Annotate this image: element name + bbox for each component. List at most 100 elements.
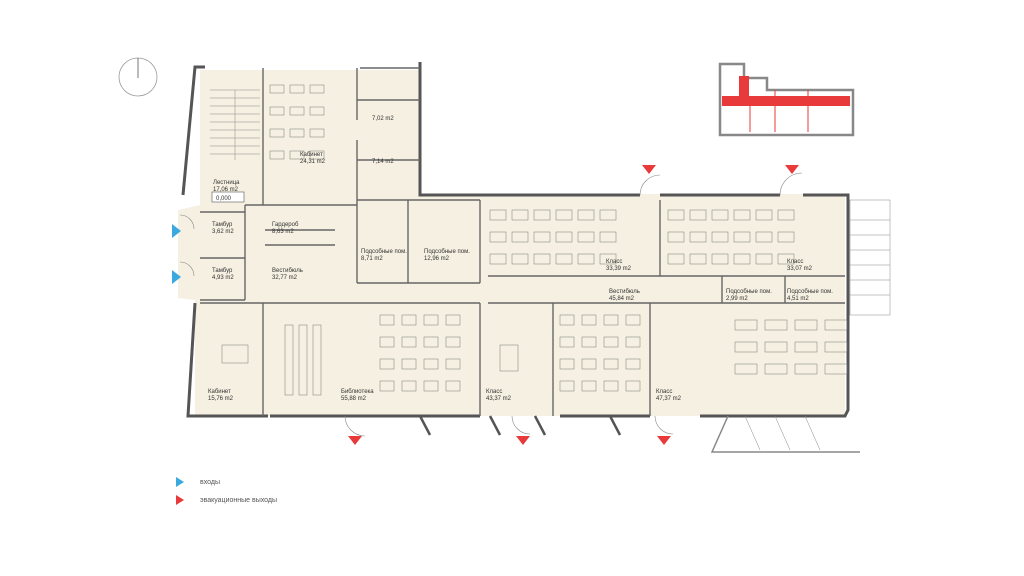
desk (733, 209, 751, 221)
desk (379, 336, 395, 348)
desk (689, 209, 707, 221)
room-area-class4: 47,37 m2 (656, 396, 682, 402)
desk (445, 314, 461, 326)
room-name-util3: Подсобные пом. (726, 289, 772, 295)
room-name-cab1: Кабинет (300, 152, 323, 158)
desk (289, 128, 305, 138)
desk (289, 150, 305, 160)
blue-triangle-icon (172, 270, 181, 284)
desk (533, 209, 551, 221)
desk (764, 341, 788, 353)
desk (625, 358, 641, 370)
desk (711, 209, 729, 221)
desk (625, 380, 641, 392)
room-area-wc1: 7,02 m2 (372, 116, 394, 122)
desk (401, 380, 417, 392)
desk (401, 336, 417, 348)
desk (445, 358, 461, 370)
desk (603, 358, 619, 370)
room-name-vest1: Вестибюль (272, 268, 303, 274)
desk (423, 314, 439, 326)
room-name-util1: Подсобные пом. (361, 249, 407, 255)
desk (499, 344, 519, 372)
legend-evacuation-label: эвакуационные выходы (200, 496, 277, 504)
desk (794, 341, 818, 353)
room-name-library: Библиотека (341, 389, 374, 395)
desk (824, 319, 848, 331)
desk (603, 336, 619, 348)
north-arrow-icon (118, 57, 158, 97)
desk (577, 231, 595, 243)
room-area-tambur1: 3,62 m2 (212, 229, 234, 235)
desk (733, 231, 751, 243)
room-name-class2: Класс (787, 259, 803, 265)
desk (511, 253, 529, 265)
desk (667, 253, 685, 265)
desk (733, 253, 751, 265)
desk (269, 106, 285, 116)
desk (734, 363, 758, 375)
desk (667, 209, 685, 221)
blue-triangle-icon (176, 477, 184, 487)
desk (269, 84, 285, 94)
evacuation-markers (348, 165, 799, 445)
level-mark: 0,000 (211, 191, 245, 203)
desk (581, 336, 597, 348)
room-area-library: 55,88 m2 (341, 396, 367, 402)
blue-triangle-icon (172, 224, 181, 238)
room-name-wardrobe: Гардероб (272, 222, 299, 228)
desk (777, 231, 795, 243)
red-triangle-icon (642, 165, 656, 174)
desk (298, 324, 308, 396)
desk (269, 128, 285, 138)
room-area-vest1: 32,77 m2 (272, 275, 298, 281)
desk (401, 314, 417, 326)
desk (489, 253, 507, 265)
desk (777, 209, 795, 221)
desk (555, 253, 573, 265)
desk (755, 253, 773, 265)
desk (581, 314, 597, 326)
desk (794, 363, 818, 375)
desk (309, 128, 325, 138)
desk (559, 380, 575, 392)
desk (755, 209, 773, 221)
desk (221, 344, 249, 364)
desk (379, 314, 395, 326)
desk (577, 209, 595, 221)
desk (689, 253, 707, 265)
room-name-class3: Класс (486, 389, 502, 395)
desk (755, 231, 773, 243)
entrance-markers (172, 224, 181, 284)
room-name-stair: Лестница (213, 180, 240, 186)
desk (711, 231, 729, 243)
desk (269, 150, 285, 160)
red-triangle-icon (657, 436, 671, 445)
desk (603, 380, 619, 392)
red-triangle-icon (348, 436, 362, 445)
desk (533, 231, 551, 243)
desk (511, 231, 529, 243)
room-area-wc2: 7,14 m2 (372, 159, 394, 165)
room-area-tambur2: 4,93 m2 (212, 275, 234, 281)
desk (423, 358, 439, 370)
desk (555, 209, 573, 221)
desk (581, 358, 597, 370)
room-name-util2: Подсобные пом. (424, 249, 470, 255)
desk (689, 231, 707, 243)
room-area-class1: 33,39 m2 (606, 266, 632, 272)
room-name-class1: Класс (606, 259, 622, 265)
desk (824, 341, 848, 353)
desk (777, 253, 795, 265)
room-area-util3: 2,99 m2 (726, 296, 748, 302)
desk (794, 319, 818, 331)
red-triangle-icon (516, 436, 530, 445)
desk (379, 358, 395, 370)
red-triangle-icon (785, 165, 799, 174)
desk (625, 336, 641, 348)
room-area-vest2: 45,84 m2 (609, 296, 635, 302)
inner-walls (200, 67, 845, 416)
desk (599, 253, 617, 265)
doors (179, 172, 803, 437)
room-area-class2: 33,07 m2 (787, 266, 813, 272)
